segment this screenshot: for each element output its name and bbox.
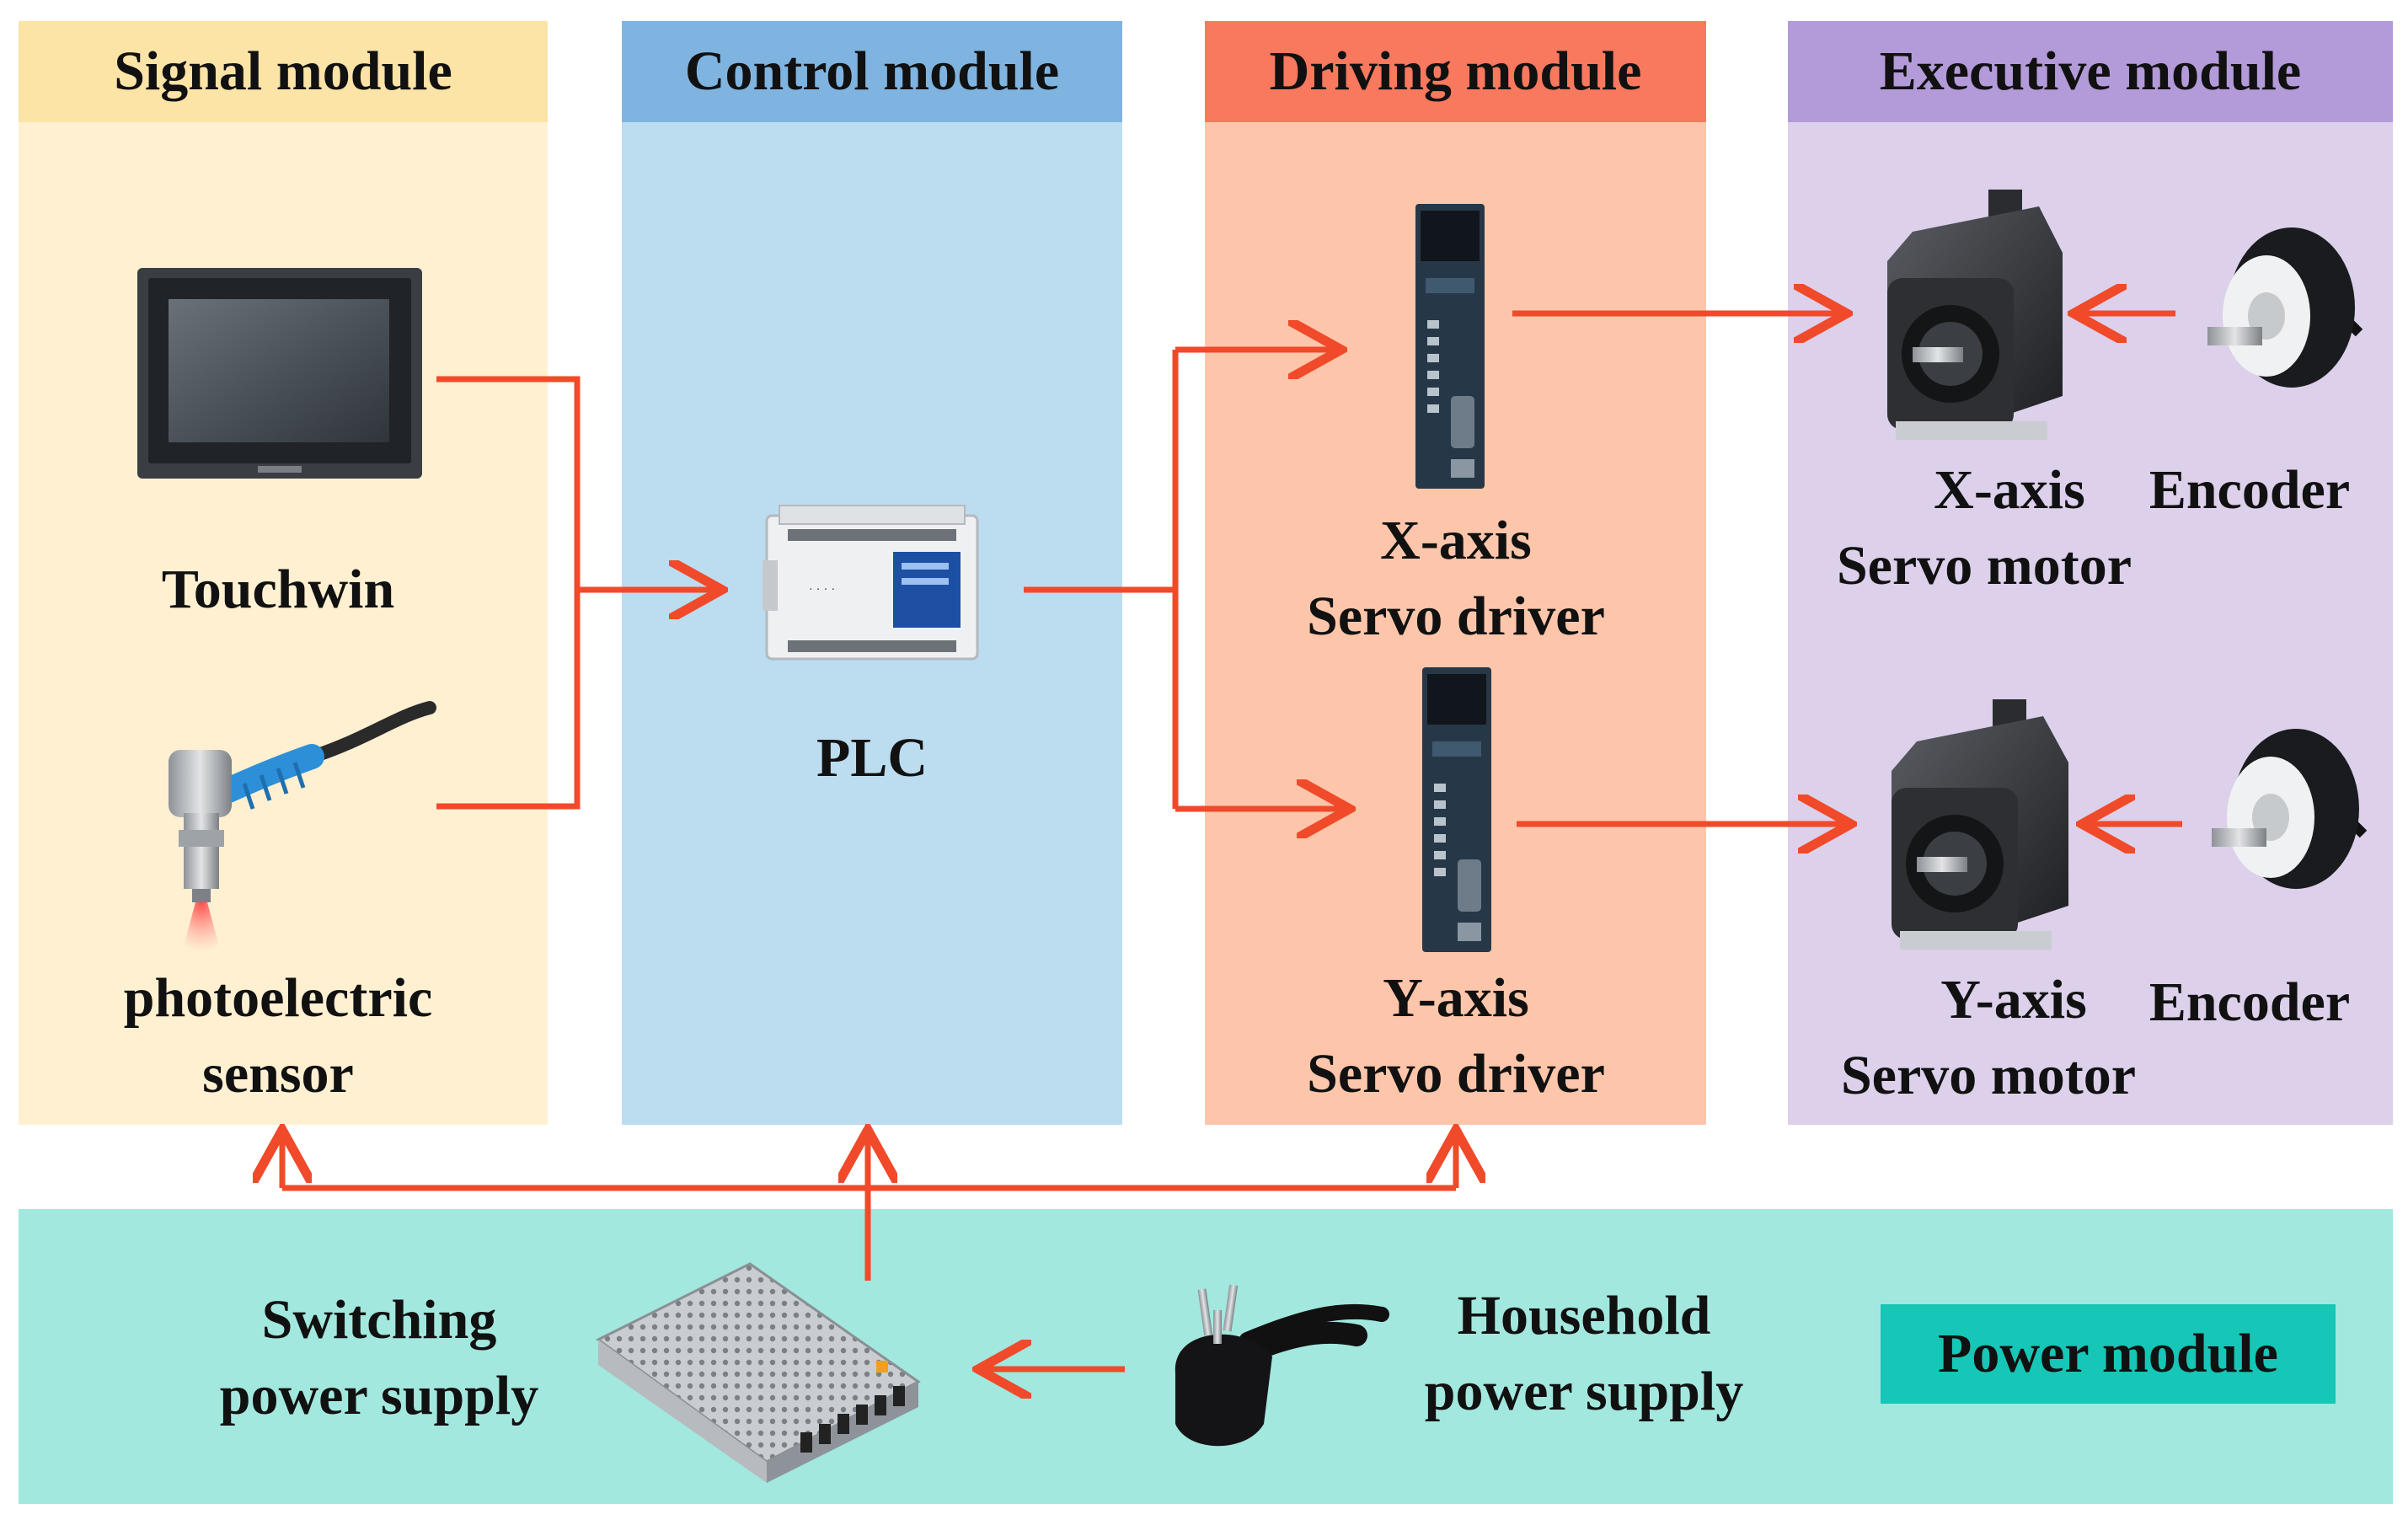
x-servo-motor-label: X-axis Servo motor xyxy=(1795,452,2174,604)
x-servo-motor-icon xyxy=(1887,190,2063,440)
y-servo-motor-label: Y-axis Servo motor xyxy=(1799,962,2178,1114)
executive-module-panel: Executive module xyxy=(1788,21,2393,1125)
power-module-title: Power module xyxy=(1938,1323,2278,1384)
x-servo-driver-label: X-axis Servo driver xyxy=(1245,503,1667,655)
y-motor-line1: Y-axis xyxy=(1940,969,2087,1030)
driving-module-panel: Driving module xyxy=(1205,21,1706,1125)
power-module-badge: Power module xyxy=(1881,1304,2336,1404)
switching-power-supply-icon xyxy=(596,1262,921,1483)
signal-module-panel: Signal module xyxy=(19,21,548,1125)
household-line1: Household xyxy=(1457,1285,1711,1346)
y-encoder-icon xyxy=(2212,729,2368,889)
household-plug-icon xyxy=(1175,1284,1389,1447)
photoelectric-sensor-label: photoelectric sensor xyxy=(67,960,489,1112)
x-driver-line1: X-axis xyxy=(1380,510,1532,571)
x-motor-line1: X-axis xyxy=(1934,459,2085,521)
y-servo-motor-icon xyxy=(1892,699,2068,950)
x-encoder-label: Encoder xyxy=(2148,459,2351,521)
switching-power-supply-label: Switching power supply xyxy=(177,1282,581,1434)
y-servo-driver-icon xyxy=(1422,667,1491,952)
switching-line2: power supply xyxy=(219,1365,539,1426)
control-module-title: Control module xyxy=(622,21,1122,122)
driving-module-title: Driving module xyxy=(1205,21,1706,122)
sensor-label-line1: photoelectric xyxy=(123,967,433,1029)
signal-module-title: Signal module xyxy=(19,21,548,122)
y-encoder-label: Encoder xyxy=(2148,971,2351,1033)
switching-line1: Switching xyxy=(261,1289,497,1351)
x-motor-line2: Servo motor xyxy=(1836,535,2132,597)
y-driver-line2: Servo driver xyxy=(1307,1043,1605,1105)
arrow-touchwin-bus xyxy=(436,376,581,810)
y-motor-line2: Servo motor xyxy=(1840,1045,2137,1106)
svg-text:. . . .: . . . . xyxy=(809,579,835,593)
sensor-label-line2: sensor xyxy=(202,1043,354,1105)
touchwin-hmi-icon xyxy=(137,268,422,479)
plc-icon: . . . . xyxy=(763,505,979,661)
y-driver-line1: Y-axis xyxy=(1383,967,1529,1029)
executive-module-title: Executive module xyxy=(1788,21,2393,122)
household-power-supply-label: Household power supply xyxy=(1382,1278,1786,1430)
plc-label: PLC xyxy=(816,727,928,789)
control-module-panel: Control module xyxy=(622,21,1122,1125)
x-driver-line2: Servo driver xyxy=(1307,586,1605,647)
photoelectric-sensor-icon xyxy=(169,701,436,952)
household-line2: power supply xyxy=(1424,1361,1744,1422)
y-servo-driver-label: Y-axis Servo driver xyxy=(1245,960,1667,1112)
x-servo-driver-icon xyxy=(1415,204,1485,489)
x-encoder-icon xyxy=(2207,227,2363,388)
touchwin-label: Touchwin xyxy=(161,559,395,620)
